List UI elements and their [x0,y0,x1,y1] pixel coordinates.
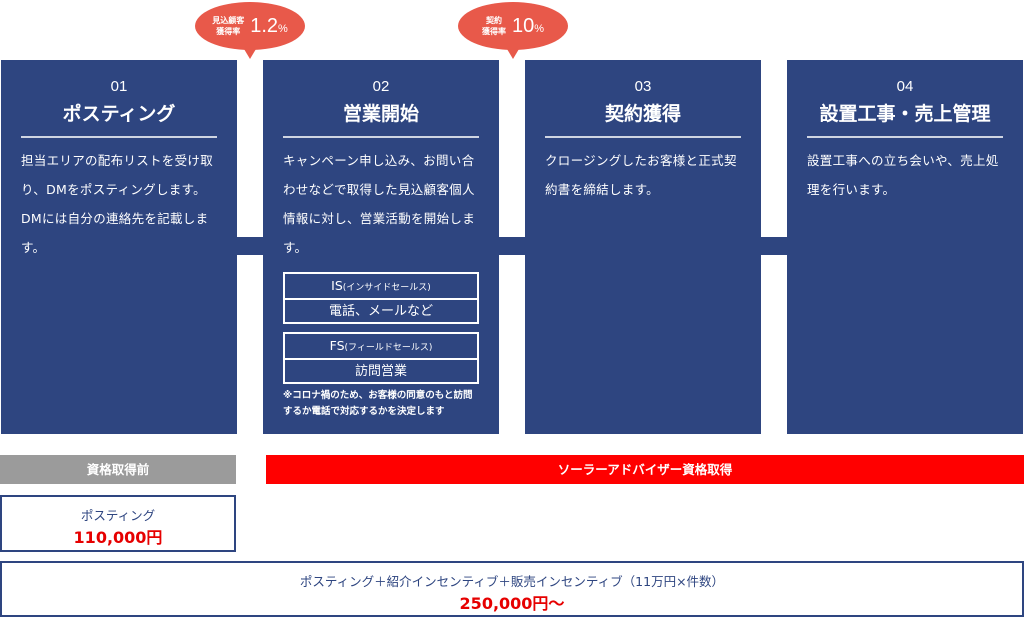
fs-label: FS [329,338,345,353]
pay-value: 250,000円〜 [459,594,565,613]
step-number: 02 [372,78,390,95]
connector [236,237,264,255]
bubble-label: 契約 [485,16,502,25]
pay-label: ポスティング＋紹介インセンティブ＋販売インセンティブ（11万円×件数） [299,574,725,589]
step-card-sales-start: 02 営業開始 キャンペーン申し込み、お問い合わせなどで取得した見込顧客個人情報… [263,60,499,434]
bubble-value: 10 [511,14,535,37]
connector [498,237,526,255]
step-title: ポスティング [21,99,217,138]
fs-value: 訪問営業 [285,358,477,382]
pay-before-box: ポスティング 110,000円 [0,495,236,552]
step-description: 設置工事への立ち会いや、売上処理を行います。 [807,153,999,197]
step-title: 営業開始 [283,99,479,138]
step-card-contract: 03 契約獲得 クロージングしたお客様と正式契約書を締結します。 [525,60,761,434]
bubble-label: 見込顧客 [212,16,245,25]
step-card-posting: 01 ポスティング 担当エリアの配布リストを受け取り、DMをポスティングします。… [1,60,237,434]
step-description: キャンペーン申し込み、お問い合わせなどで取得した見込顧客個人情報に対し、営業活動… [283,153,476,255]
connector [760,237,788,255]
bubble-label: 獲得率 [481,27,506,36]
field-sales-box: FS(フィールドセールス) 訪問営業 [283,332,479,384]
pay-after-box: ポスティング＋紹介インセンティブ＋販売インセンティブ（11万円×件数） 250,… [0,561,1024,617]
step-title: 設置工事・売上管理 [807,99,1003,138]
is-sublabel: (インサイドセールス) [342,283,431,293]
bubble-value: 1.2 [250,14,279,37]
phase-before: 資格取得前 [0,455,236,484]
step-description: 担当エリアの配布リストを受け取り、DMをポスティングします。DMには自分の連絡先… [21,153,214,255]
contract-rate-bubble: 契約獲得率 10% [458,2,568,59]
pay-value: 110,000円 [73,528,163,547]
pay-label: ポスティング [80,508,156,523]
is-value: 電話、メールなど [285,298,477,322]
fs-sublabel: (フィールドセールス) [344,343,433,353]
step-card-installation: 04 設置工事・売上管理 設置工事への立ち会いや、売上処理を行います。 [787,60,1023,434]
is-label: IS [331,278,343,293]
step-number: 03 [634,78,652,95]
bubble-unit: % [278,22,288,35]
phase-after: ソーラーアドバイザー資格取得 [266,455,1024,484]
lead-rate-bubble: 見込顧客獲得率 1.2% [195,2,305,59]
step-title: 契約獲得 [545,99,741,138]
bubble-label: 獲得率 [216,27,241,36]
inside-sales-box: IS(インサイドセールス) 電話、メールなど [283,272,479,324]
step-number: 04 [896,78,914,95]
bubble-unit: % [534,22,545,35]
step-number: 01 [110,78,128,95]
step-note: ※コロナ禍のため、お客様の同意のもと訪問するか電話で対応するかを決定します [283,390,473,417]
step-description: クロージングしたお客様と正式契約書を締結します。 [545,153,737,197]
